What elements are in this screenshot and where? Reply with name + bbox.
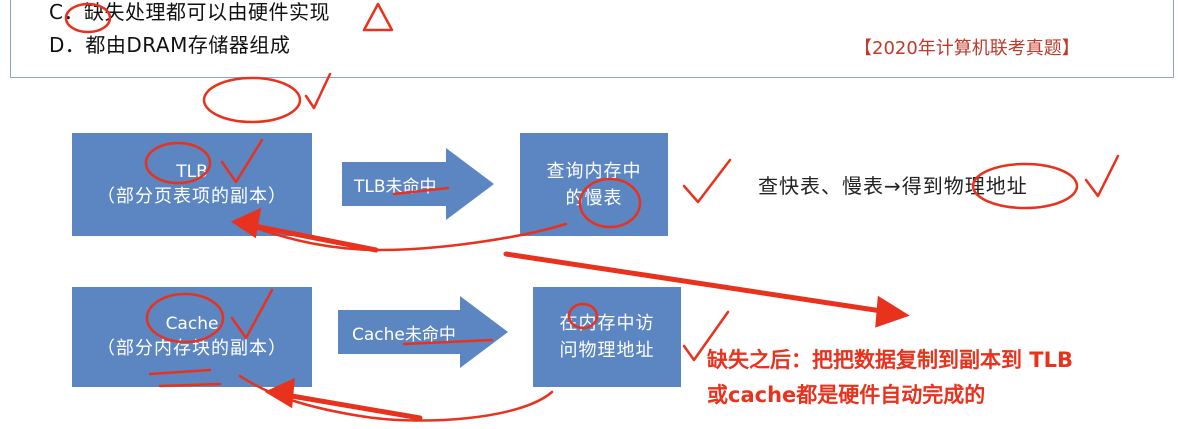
result-text: 查快表、慢表→得到物理地址 <box>758 174 1028 198</box>
question-panel: C．缺失处理都可以由硬件实现 D．都由DRAM存储器组成 【2020年计算机联考… <box>10 0 1174 78</box>
cache-miss-arrow-shape <box>338 296 508 368</box>
memory-line1: 在内存中访 <box>559 313 655 334</box>
slow-table-line1: 查询内存中 <box>546 160 642 182</box>
note-line2: 或cache都是硬件自动完成的 <box>707 383 986 407</box>
slow-table-box: 查询内存中 的慢表 <box>520 133 668 236</box>
option-c: C．缺失处理都可以由硬件实现 <box>49 0 330 24</box>
tlb-subtitle: （部分页表项的副本） <box>97 185 287 207</box>
red-arrow-2-head <box>875 295 910 328</box>
tlb-miss-arrow-shape <box>342 148 494 220</box>
red-arrow-3 <box>277 391 423 421</box>
circle-page-number <box>202 76 302 124</box>
memory-box: 在内存中访 问物理地址 <box>533 287 681 387</box>
cache-miss-label: Cache未命中 <box>352 325 456 345</box>
tlb-title: TLB <box>176 161 208 182</box>
check-slow <box>682 158 732 204</box>
note-line1: 缺失之后：把把数据复制到副本到 TLB <box>707 348 1074 372</box>
tlb-miss-arrow: TLB未命中 <box>342 148 494 220</box>
option-d: D．都由DRAM存储器组成 <box>49 33 291 57</box>
cache-box: Cache （部分内存块的副本） <box>72 287 312 387</box>
exam-source: 【2020年计算机联考真题】 <box>854 38 1080 59</box>
check-top <box>304 72 332 110</box>
memory-line2: 问物理地址 <box>559 340 655 361</box>
cache-subtitle: （部分内存块的副本） <box>97 338 287 359</box>
check-result <box>1084 154 1120 198</box>
tlb-miss-label: TLB未命中 <box>354 177 437 197</box>
cache-title: Cache <box>165 314 219 334</box>
cache-miss-arrow: Cache未命中 <box>338 296 508 368</box>
slow-table-line2: 的慢表 <box>565 187 623 209</box>
tlb-box: TLB （部分页表项的副本） <box>72 133 312 236</box>
